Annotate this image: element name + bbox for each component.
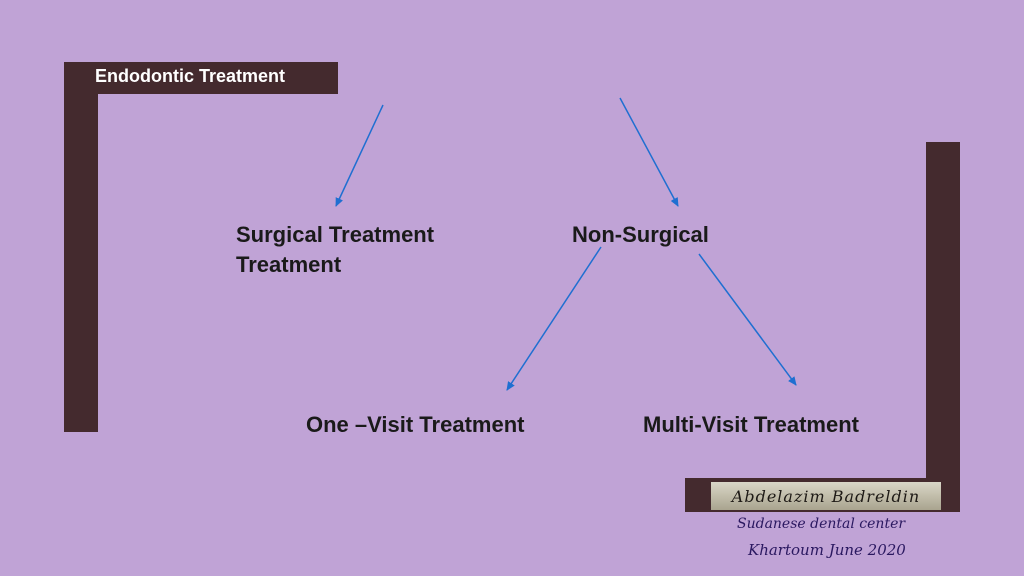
- non-surgical-node: Non-Surgical: [572, 220, 709, 250]
- one-visit-treatment-label: One –Visit Treatment: [306, 412, 525, 437]
- surgical-treatment-label-line2: Treatment: [236, 252, 342, 277]
- arrow-root-to-non-surgical: [619, 97, 679, 207]
- arrow-root-to-surgical: [335, 104, 384, 207]
- author-signature-plate: Abdelazim Badreldin: [711, 482, 941, 510]
- left-frame-bar: [64, 62, 98, 432]
- non-surgical-label: Non-Surgical: [572, 222, 709, 247]
- root-node-box: Endodontic Treatment: [64, 62, 338, 94]
- multi-visit-treatment-node: Multi-Visit Treatment: [643, 410, 859, 440]
- footer-location-date: Khartoum June 2020: [748, 541, 906, 559]
- root-node-label: Endodontic Treatment: [95, 66, 286, 86]
- author-signature-name: Abdelazim Badreldin: [731, 486, 921, 506]
- arrow-non-surgical-to-multi-visit: [698, 253, 797, 386]
- surgical-treatment-label-line1: Surgical Treatment: [236, 222, 435, 247]
- multi-visit-treatment-label: Multi-Visit Treatment: [643, 412, 859, 437]
- surgical-treatment-node: Surgical Treatment Treatment: [236, 220, 434, 280]
- right-frame-bar: [926, 142, 960, 512]
- one-visit-treatment-node: One –Visit Treatment: [306, 410, 524, 440]
- footer-center-name: Sudanese dental center: [737, 516, 906, 532]
- arrow-non-surgical-to-one-visit: [506, 246, 602, 391]
